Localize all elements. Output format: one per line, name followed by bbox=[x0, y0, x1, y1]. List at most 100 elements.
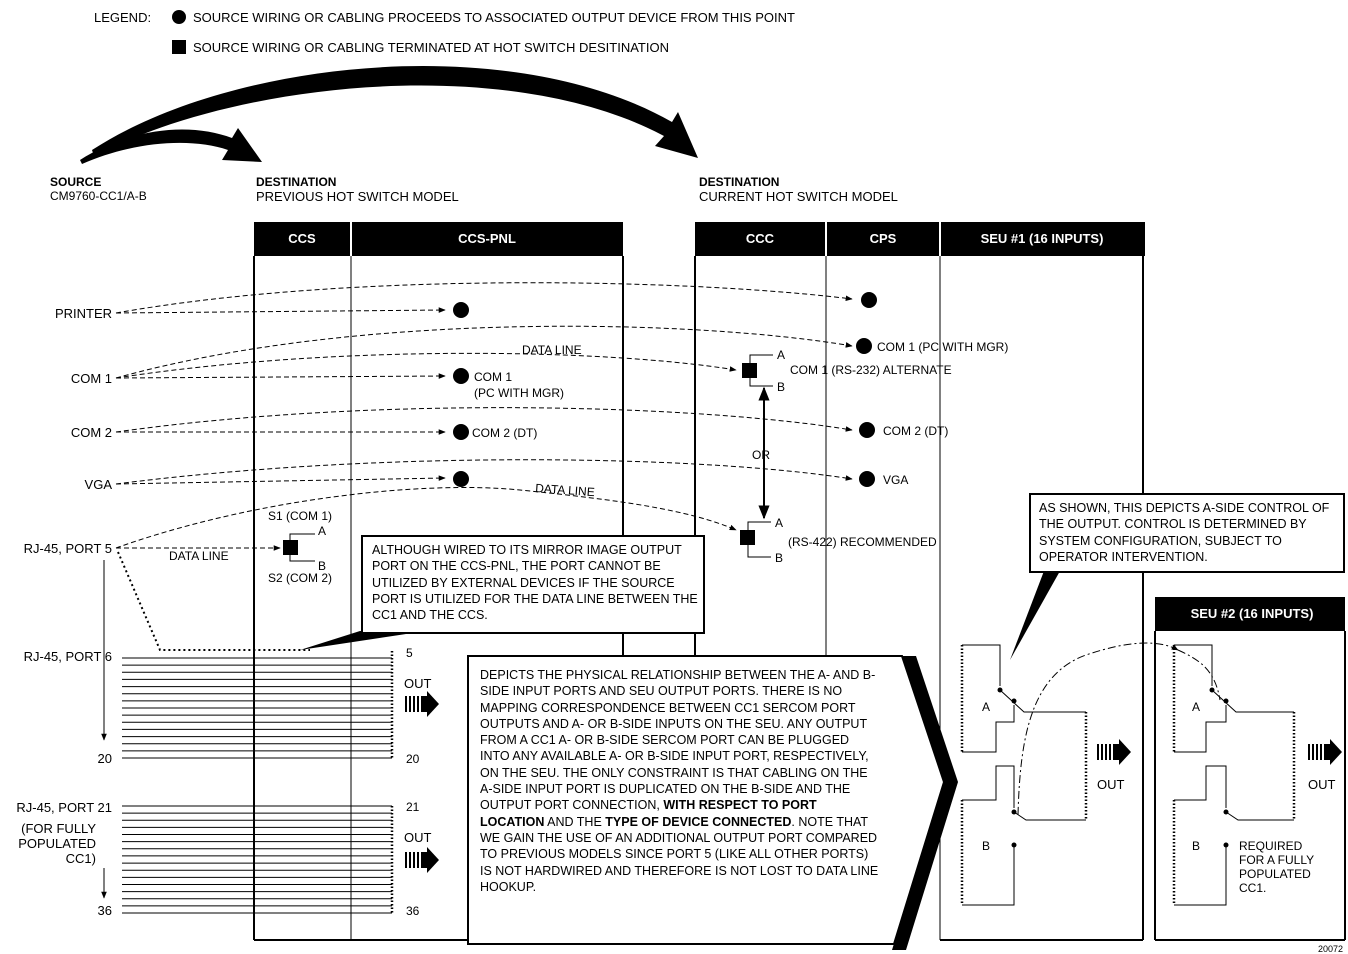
ccs-terminal bbox=[283, 533, 315, 562]
depicts-text-1: DEPICTS THE PHYSICAL RELATIONSHIP BETWEE… bbox=[480, 668, 876, 813]
port-20-label: 20 bbox=[406, 752, 420, 766]
cps-vga: VGA bbox=[883, 473, 908, 487]
out-arrow-icon bbox=[1097, 739, 1131, 765]
port-5-label: 5 bbox=[406, 646, 413, 660]
dest-curr-title: DESTINATION bbox=[699, 175, 779, 189]
or-label: OR bbox=[752, 448, 770, 462]
data-line-3: DATA LINE bbox=[169, 549, 229, 563]
col-seu2: SEU #2 (16 INPUTS) bbox=[1191, 606, 1314, 621]
legend-square-icon bbox=[172, 40, 186, 54]
seu2-a: A bbox=[1192, 700, 1200, 714]
ports-21-36-wires bbox=[122, 805, 392, 914]
ccc-terminal-alt bbox=[742, 354, 773, 387]
mirror-callout-text: ALTHOUGH WIRED TO ITS MIRROR IMAGE OUTPU… bbox=[372, 543, 698, 623]
port-36-label: 36 bbox=[406, 904, 420, 918]
data-line-1: DATA LINE bbox=[522, 343, 582, 357]
out-label-1: OUT bbox=[404, 676, 432, 691]
aside-callout-text: AS SHOWN, THIS DEPICTS A-SIDE CONTROL OF… bbox=[1039, 501, 1330, 564]
src-rj45-5: RJ-45, PORT 5 bbox=[24, 541, 112, 556]
seu2-switch-schematic bbox=[1172, 644, 1296, 906]
src-rj45-6: RJ-45, PORT 6 bbox=[24, 649, 112, 664]
src-com1: COM 1 bbox=[71, 371, 112, 386]
out-arrow-icon bbox=[405, 691, 439, 717]
ccs-a: A bbox=[318, 524, 326, 538]
rec-a: A bbox=[775, 516, 783, 530]
src-36: 36 bbox=[98, 903, 112, 918]
depicts-text-2: AND THE bbox=[547, 814, 602, 829]
ccs-pnl-com1-pc: (PC WITH MGR) bbox=[474, 386, 564, 400]
src-fully-1: (FOR FULLY bbox=[21, 821, 96, 836]
legend-title: LEGEND: bbox=[94, 10, 151, 25]
data-line-2: DATA LINE bbox=[535, 481, 595, 499]
src-vga: VGA bbox=[85, 477, 113, 492]
dest-prev-subtitle: PREVIOUS HOT SWITCH MODEL bbox=[256, 189, 459, 204]
depicts-bold-2: TYPE OF DEVICE CONNECTED bbox=[605, 814, 792, 829]
legend-circle-text: SOURCE WIRING OR CABLING PROCEEDS TO ASS… bbox=[193, 10, 795, 25]
ccs-pnl-com2: COM 2 (DT) bbox=[472, 426, 537, 440]
src-20: 20 bbox=[98, 751, 112, 766]
out-arrow-icon bbox=[1308, 739, 1342, 765]
destination-dots bbox=[453, 292, 877, 487]
ccs-s2: S2 (COM 2) bbox=[268, 571, 332, 585]
depicts-text-3: . NOTE THAT WE GAIN THE USE OF AN ADDITI… bbox=[480, 814, 879, 894]
ccc-alt: COM 1 (RS-232) ALTERNATE bbox=[790, 363, 952, 377]
seu2-out-label: OUT bbox=[1308, 777, 1336, 792]
depicts-bold-1: WITH RESPECT TO PORT LOCATION bbox=[480, 798, 817, 829]
rec-b: B bbox=[775, 551, 783, 565]
legend-square-text: SOURCE WIRING OR CABLING TERMINATED AT H… bbox=[193, 40, 669, 55]
out-label-2: OUT bbox=[404, 830, 432, 845]
out-arrow-icon bbox=[405, 847, 439, 873]
seu1-switch-schematic bbox=[960, 642, 1179, 906]
seu1-out-label: OUT bbox=[1097, 777, 1125, 792]
ccs-b: B bbox=[318, 559, 326, 573]
src-printer: PRINTER bbox=[55, 306, 112, 321]
seu2-b: B bbox=[1192, 839, 1200, 853]
col-cps: CPS bbox=[870, 231, 897, 246]
legend-circle-icon bbox=[172, 10, 186, 24]
ccc-terminal-rec bbox=[740, 521, 771, 558]
dashed-connections bbox=[115, 282, 853, 551]
cps-com1: COM 1 (PC WITH MGR) bbox=[877, 340, 1008, 354]
col-seu1: SEU #1 (16 INPUTS) bbox=[981, 231, 1104, 246]
required-2: FOR A FULLY bbox=[1239, 853, 1314, 867]
alt-a: A bbox=[777, 348, 785, 362]
ports-6-20-wires bbox=[122, 657, 392, 759]
current-hot-switch bbox=[694, 222, 1145, 941]
ccs-s1: S1 (COM 1) bbox=[268, 509, 332, 523]
previous-hot-switch bbox=[253, 222, 624, 941]
cps-com2: COM 2 (DT) bbox=[883, 424, 948, 438]
big-arrow-to-previous bbox=[80, 128, 262, 164]
ccs-pnl-com1: COM 1 bbox=[474, 370, 512, 384]
required-4: CC1. bbox=[1239, 881, 1266, 895]
col-ccc: CCC bbox=[746, 231, 775, 246]
src-rj45-21: RJ-45, PORT 21 bbox=[16, 800, 112, 815]
source-model: CM9760-CC1/A-B bbox=[50, 189, 147, 203]
figure-number: 20072 bbox=[1318, 944, 1343, 954]
seu2-enclosure bbox=[1154, 597, 1346, 941]
mirror-callout-pointer bbox=[300, 631, 406, 650]
depicts-callout-pointer bbox=[892, 656, 958, 950]
aside-callout-pointer bbox=[1010, 571, 1060, 660]
src-fully-2: POPULATED bbox=[18, 836, 96, 851]
depicts-callout-text: DEPICTS THE PHYSICAL RELATIONSHIP BETWEE… bbox=[480, 667, 882, 895]
ccc-rec: (RS-422) RECOMMENDED bbox=[788, 535, 937, 549]
dest-curr-subtitle: CURRENT HOT SWITCH MODEL bbox=[699, 189, 898, 204]
src-fully-3: CC1) bbox=[66, 851, 96, 866]
src-com2: COM 2 bbox=[71, 425, 112, 440]
required-1: REQUIRED bbox=[1239, 839, 1303, 853]
source-title: SOURCE bbox=[50, 175, 101, 189]
seu1-b: B bbox=[982, 839, 990, 853]
seu1-a: A bbox=[982, 700, 990, 714]
aside-callout-box bbox=[1029, 493, 1345, 573]
mirror-callout-box bbox=[361, 535, 705, 634]
dotted-port5-to-6 bbox=[117, 551, 310, 651]
col-ccs-pnl: CCS-PNL bbox=[458, 231, 516, 246]
depicts-callout-box bbox=[467, 655, 946, 945]
col-ccs: CCS bbox=[288, 231, 316, 246]
alt-b: B bbox=[777, 380, 785, 394]
required-3: POPULATED bbox=[1239, 867, 1311, 881]
dest-prev-title: DESTINATION bbox=[256, 175, 336, 189]
big-arrow-to-current bbox=[92, 66, 698, 158]
port-21-label: 21 bbox=[406, 800, 420, 814]
